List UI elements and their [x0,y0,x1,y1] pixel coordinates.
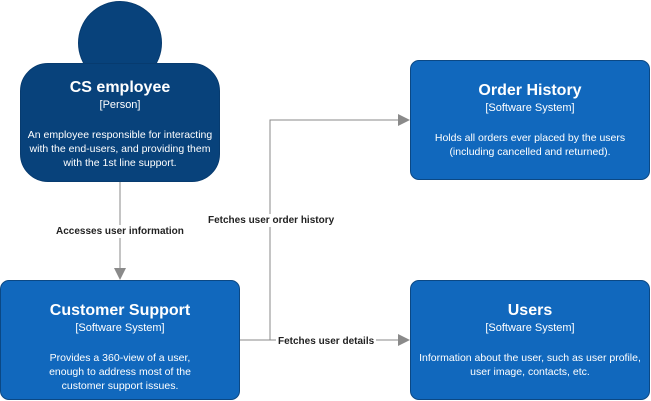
edge-user-details-label: Fetches user details [276,335,377,348]
users-stereotype: [Software System] [485,322,575,334]
cs-employee-stereotype: [Person] [99,99,141,111]
users-description: Information about the user, such as user… [419,352,641,378]
customer-support-node[interactable]: Customer Support [Software System] Provi… [0,280,240,400]
customer-support-stereotype: [Software System] [75,322,165,334]
cs-employee-title: CS employee [69,79,171,96]
customer-support-description: Provides a 360-view of a user, enough to… [49,352,191,392]
edge-order-history-line [240,114,410,341]
users-title: Users [507,302,553,319]
cs-employee-node[interactable]: CS employee [Person] An employee respons… [20,63,220,182]
order-history-stereotype: [Software System] [485,102,575,114]
order-history-node[interactable]: Order History [Software System] Holds al… [410,60,650,180]
edge-order-history-label: Fetches user order history [206,214,337,227]
order-history-title: Order History [478,82,582,99]
edge-accesses-label: Accesses user information [54,225,186,238]
cs-employee-description: An employee responsible for interacting … [27,129,213,169]
customer-support-title: Customer Support [49,302,191,319]
order-history-description: Holds all orders ever placed by the user… [434,132,626,158]
users-node[interactable]: Users [Software System] Information abou… [410,280,650,400]
